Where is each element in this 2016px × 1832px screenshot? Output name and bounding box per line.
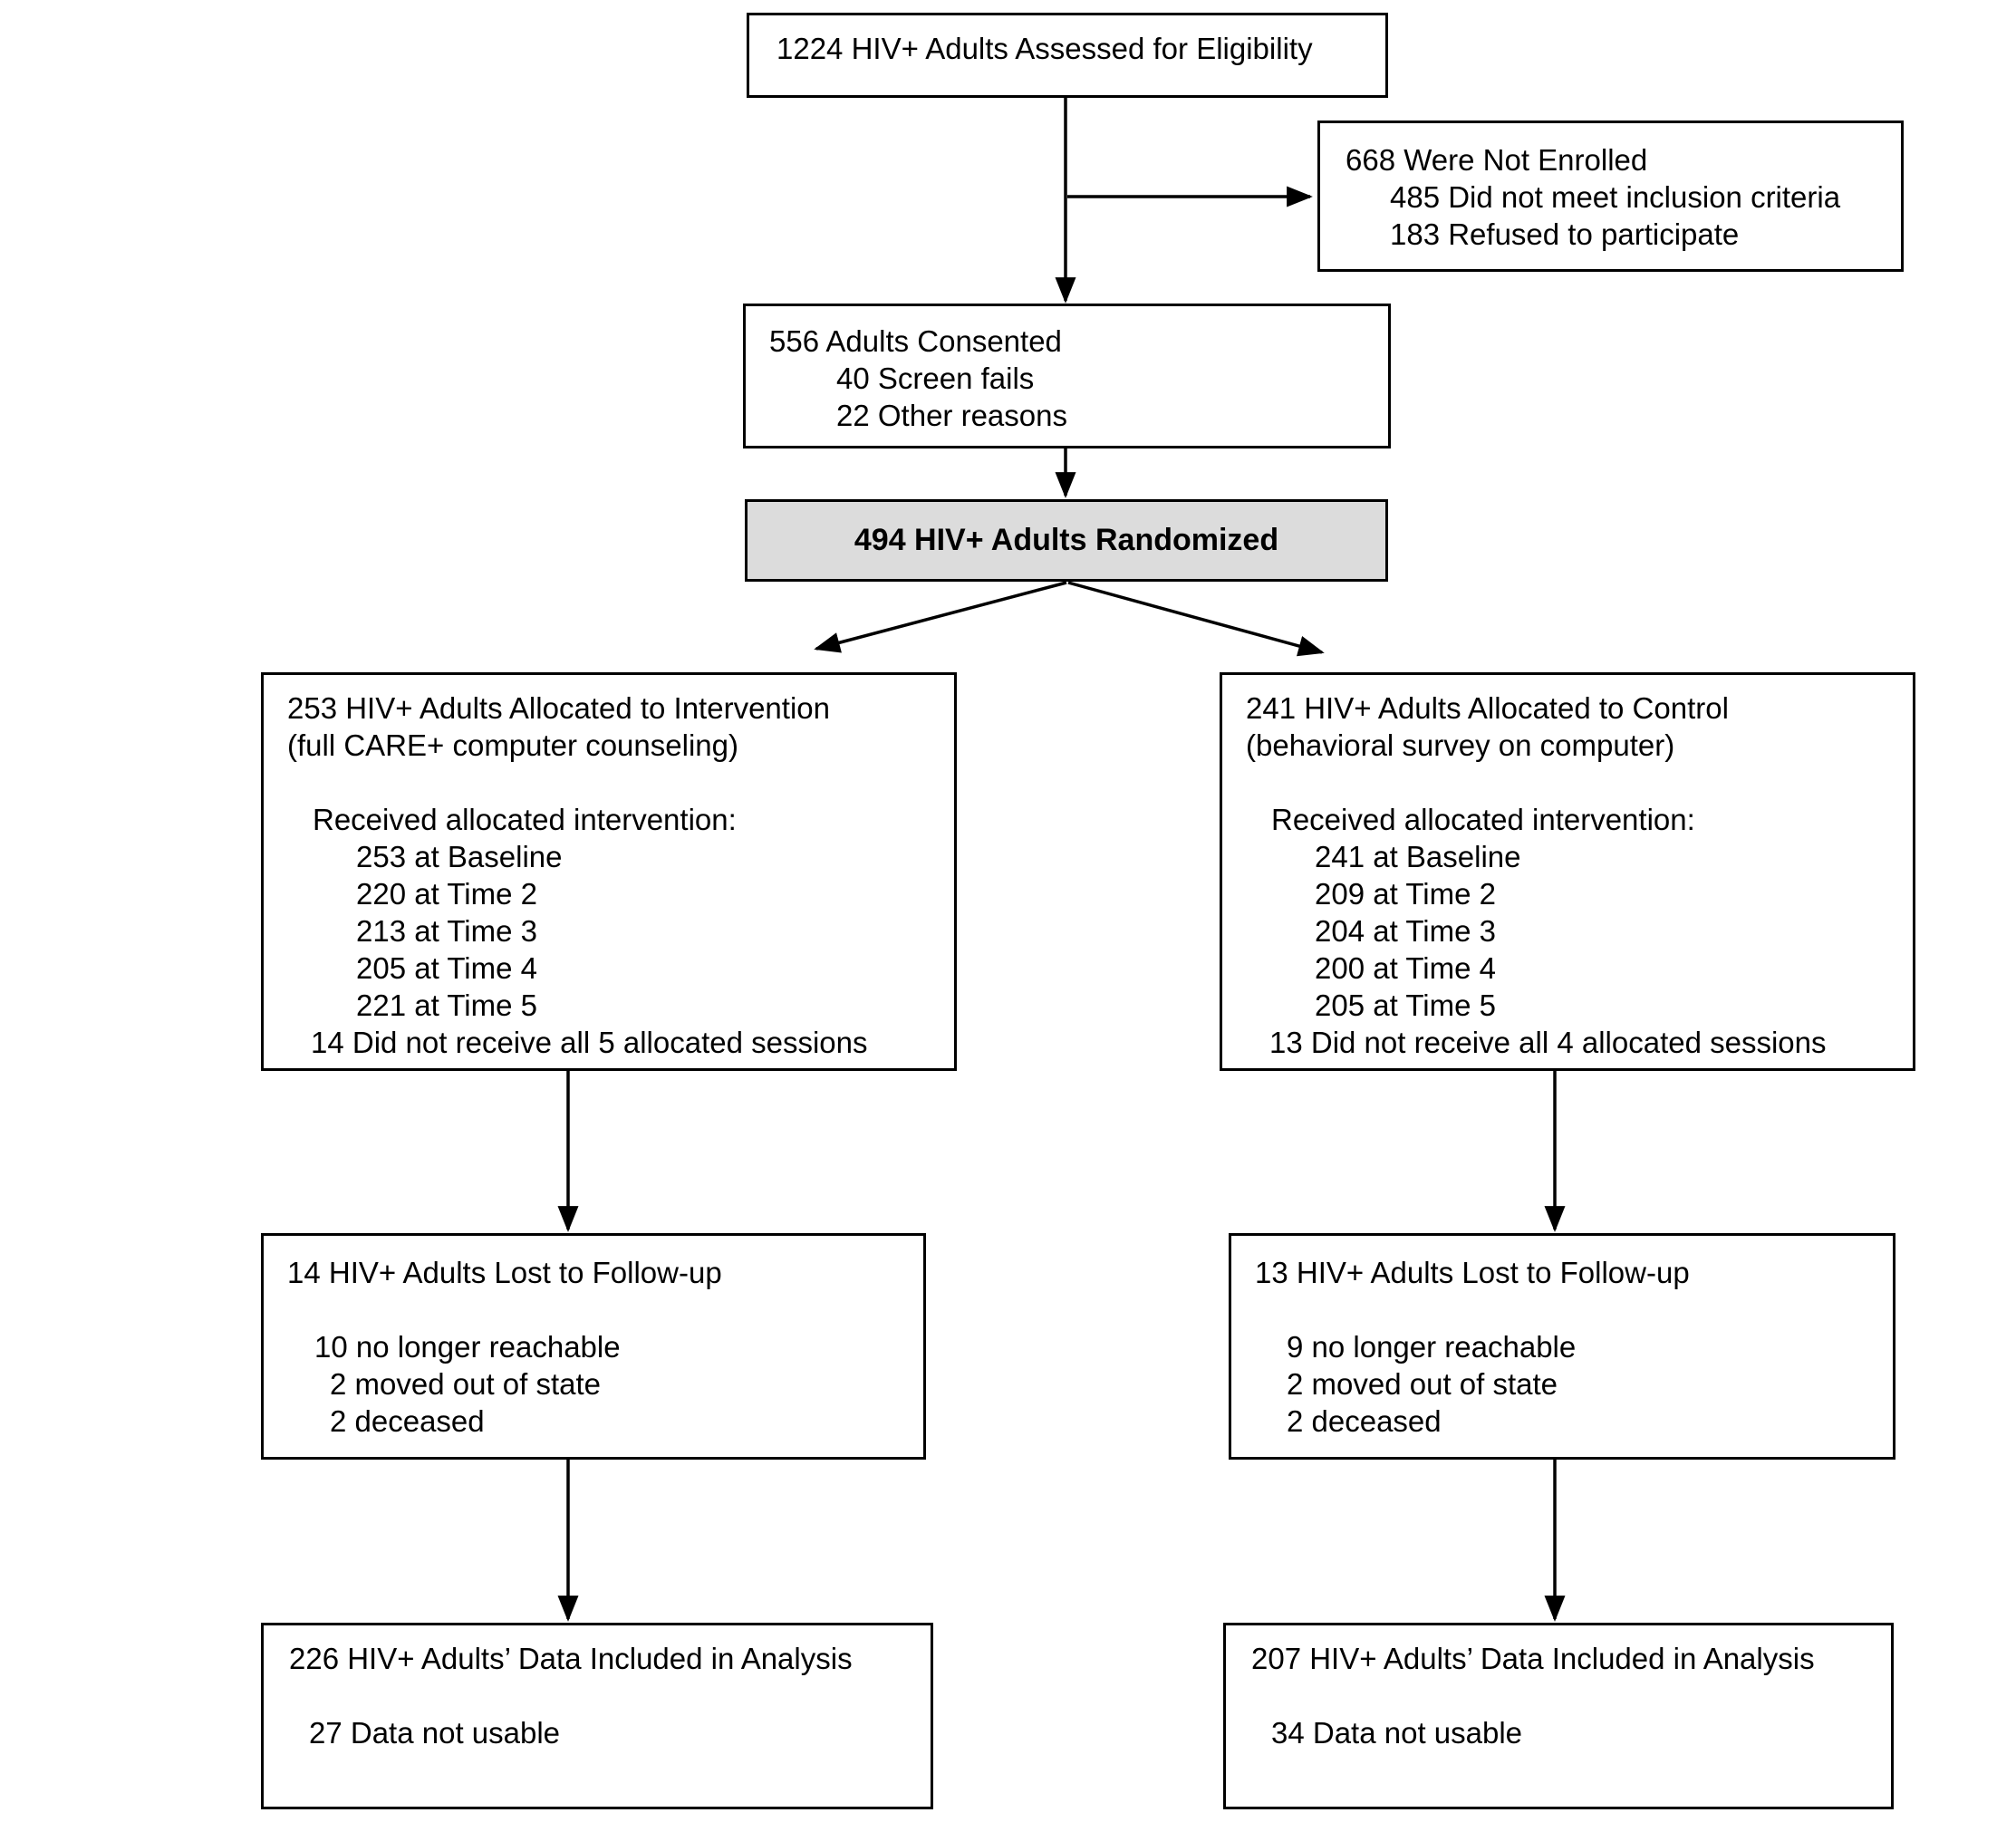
control-allocation-box: 241 HIV+ Adults Allocated to Control (be… <box>1220 672 1915 1071</box>
intervention-session-line: 253 at Baseline <box>356 840 563 873</box>
intervention-lost-box: 14 HIV+ Adults Lost to Follow-up 10 no l… <box>261 1233 926 1460</box>
intervention-description-line: (full CARE+ computer counseling) <box>287 728 738 762</box>
intervention-received-header: Received allocated intervention: <box>313 803 737 836</box>
intervention-lost-reason-line: 2 deceased <box>330 1404 485 1438</box>
control-session-line: 205 at Time 5 <box>1315 988 1496 1022</box>
control-lost-reason-line: 2 deceased <box>1287 1404 1442 1438</box>
intervention-session-line: 221 at Time 5 <box>356 988 537 1022</box>
intervention-analysis-count-line: 226 HIV+ Adults’ Data Included in Analys… <box>289 1642 853 1675</box>
blank-line <box>1231 1291 1893 1328</box>
not-enrolled-count-line: 668 Were Not Enrolled <box>1346 143 1648 177</box>
consented-detail-line: 22 Other reasons <box>836 399 1067 432</box>
blank-line <box>1222 764 1913 801</box>
blank-line <box>1226 1677 1891 1714</box>
blank-line <box>264 1677 931 1714</box>
intervention-allocation-box: 253 HIV+ Adults Allocated to Interventio… <box>261 672 957 1071</box>
control-received-header: Received allocated intervention: <box>1271 803 1695 836</box>
intervention-incomplete-line: 14 Did not receive all 5 allocated sessi… <box>311 1026 868 1059</box>
intervention-analysis-box: 226 HIV+ Adults’ Data Included in Analys… <box>261 1623 933 1809</box>
control-analysis-box: 207 HIV+ Adults’ Data Included in Analys… <box>1223 1623 1894 1809</box>
control-analysis-unusable-line: 34 Data not usable <box>1271 1716 1523 1750</box>
eligibility-count-line: 1224 HIV+ Adults Assessed for Eligibilit… <box>776 32 1313 65</box>
control-session-line: 209 at Time 2 <box>1315 877 1496 911</box>
not-enrolled-reason-line: 183 Refused to participate <box>1390 217 1740 251</box>
control-lost-count-line: 13 HIV+ Adults Lost to Follow-up <box>1255 1256 1690 1289</box>
randomized-box: 494 HIV+ Adults Randomized <box>745 499 1388 582</box>
blank-line <box>264 764 954 801</box>
intervention-lost-reason-line: 2 moved out of state <box>330 1367 602 1401</box>
control-session-line: 200 at Time 4 <box>1315 951 1496 985</box>
control-lost-reason-line: 2 moved out of state <box>1287 1367 1558 1401</box>
randomized-count-line: 494 HIV+ Adults Randomized <box>854 523 1279 557</box>
eligibility-box: 1224 HIV+ Adults Assessed for Eligibilit… <box>747 13 1388 98</box>
consented-count-line: 556 Adults Consented <box>769 324 1062 358</box>
control-session-line: 204 at Time 3 <box>1315 914 1496 948</box>
arrow-randomized-to-control <box>1067 581 1325 657</box>
intervention-session-line: 205 at Time 4 <box>356 951 537 985</box>
intervention-lost-reason-line: 10 no longer reachable <box>314 1330 621 1364</box>
intervention-analysis-unusable-line: 27 Data not usable <box>309 1716 561 1750</box>
control-session-line: 241 at Baseline <box>1315 840 1521 873</box>
intervention-session-line: 213 at Time 3 <box>356 914 537 948</box>
control-incomplete-line: 13 Did not receive all 4 allocated sessi… <box>1269 1026 1827 1059</box>
control-description-line: (behavioral survey on computer) <box>1246 728 1675 762</box>
consented-detail-line: 40 Screen fails <box>836 362 1035 395</box>
control-count-line: 241 HIV+ Adults Allocated to Control <box>1246 691 1729 725</box>
not-enrolled-box: 668 Were Not Enrolled 485 Did not meet i… <box>1317 121 1904 272</box>
intervention-lost-count-line: 14 HIV+ Adults Lost to Follow-up <box>287 1256 722 1289</box>
arrow-randomized-to-intervention <box>814 581 1067 653</box>
control-analysis-count-line: 207 HIV+ Adults’ Data Included in Analys… <box>1251 1642 1815 1675</box>
consented-box: 556 Adults Consented 40 Screen fails 22 … <box>743 304 1391 448</box>
blank-line <box>264 1291 923 1328</box>
control-lost-box: 13 HIV+ Adults Lost to Follow-up 9 no lo… <box>1229 1233 1895 1460</box>
not-enrolled-reason-line: 485 Did not meet inclusion criteria <box>1390 180 1841 214</box>
control-lost-reason-line: 9 no longer reachable <box>1287 1330 1577 1364</box>
intervention-session-line: 220 at Time 2 <box>356 877 537 911</box>
intervention-count-line: 253 HIV+ Adults Allocated to Interventio… <box>287 691 830 725</box>
